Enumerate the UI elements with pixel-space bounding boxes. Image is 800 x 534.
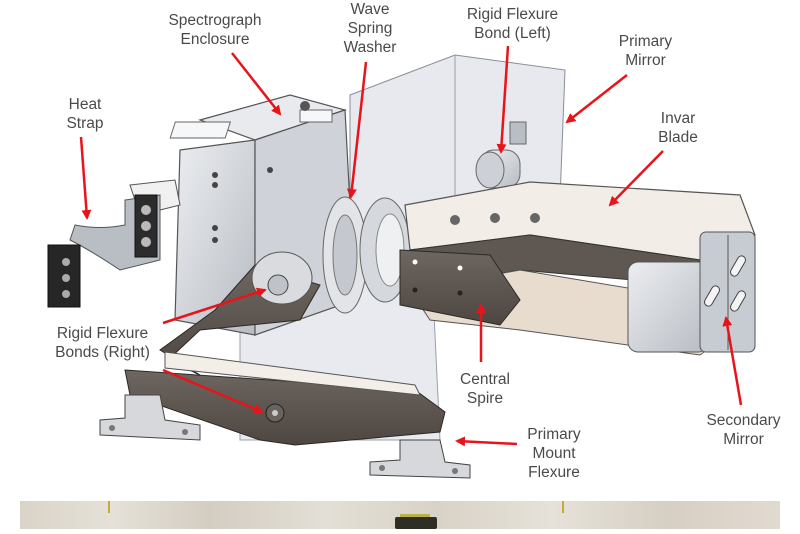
label-line: Blade	[658, 129, 698, 146]
label-heat-strap: Heat Strap	[55, 95, 115, 133]
label-secondary-mirror: Secondary Mirror	[696, 411, 791, 449]
label-line: Invar	[660, 110, 696, 127]
label-wave-spring-washer: Wave Spring Washer	[335, 0, 405, 57]
label-line: Enclosure	[180, 31, 250, 48]
label-line: Mount	[532, 445, 576, 462]
label-line: Heat	[68, 96, 102, 113]
wave-spring-washer	[322, 196, 411, 314]
heat-strap	[47, 179, 181, 308]
arrow-invar-blade	[608, 150, 664, 207]
arrow-rigid-flexure-bonds-right-upper	[162, 287, 267, 325]
arrow-spectrograph-enclosure	[231, 52, 282, 116]
label-primary-mirror: Primary Mirror	[608, 32, 683, 70]
label-spectrograph-enclosure: Spectrograph Enclosure	[160, 11, 270, 49]
label-line: Rigid Flexure	[466, 6, 559, 23]
arrow-rigid-flexure-bonds-right-lower	[162, 368, 264, 414]
label-rigid-flexure-bonds-right: Rigid Flexure Bonds (Right)	[45, 324, 160, 362]
label-line: Secondary	[706, 412, 781, 429]
label-line: Strap	[66, 115, 104, 132]
label-line: Spire	[466, 390, 504, 407]
label-primary-mount-flexure: Primary Mount Flexure	[518, 425, 590, 482]
callout-arrows	[79, 45, 743, 447]
label-line: Spectrograph	[168, 12, 262, 29]
photo-streak	[108, 501, 110, 513]
label-line: Wave	[350, 1, 390, 18]
photo-object	[400, 514, 430, 518]
label-line: Rigid Flexure	[56, 325, 149, 342]
hardware-photo	[20, 501, 780, 529]
secondary-mirror	[627, 231, 756, 353]
label-rigid-flexure-bond-left: Rigid Flexure Bond (Left)	[455, 5, 570, 43]
arrow-heat-strap	[79, 136, 92, 220]
label-line: Flexure	[528, 464, 580, 481]
arrow-secondary-mirror	[722, 316, 743, 406]
label-line: Mirror	[723, 431, 764, 448]
label-line: Primary	[618, 33, 673, 50]
photo-object	[395, 517, 437, 529]
rigid-flexure-bond-left	[475, 121, 527, 189]
label-line: Mirror	[625, 52, 666, 69]
central-spire	[399, 249, 521, 326]
arrow-wave-spring-washer	[346, 61, 368, 199]
label-line: Washer	[343, 39, 397, 56]
arrow-primary-mirror	[565, 74, 628, 124]
label-line: Primary	[527, 426, 581, 443]
primary-mount-flexure	[99, 394, 471, 479]
label-line: Bond (Left)	[474, 25, 551, 42]
label-line: Central	[460, 371, 510, 388]
arrow-rigid-flexure-bond-left	[496, 45, 510, 154]
arrow-primary-mount-flexure	[455, 436, 518, 447]
label-invar-blade: Invar Blade	[648, 109, 708, 147]
photo-streak	[562, 501, 564, 513]
label-line: Bonds (Right)	[55, 344, 150, 361]
label-central-spire: Central Spire	[450, 370, 520, 408]
label-line: Spring	[347, 20, 393, 37]
